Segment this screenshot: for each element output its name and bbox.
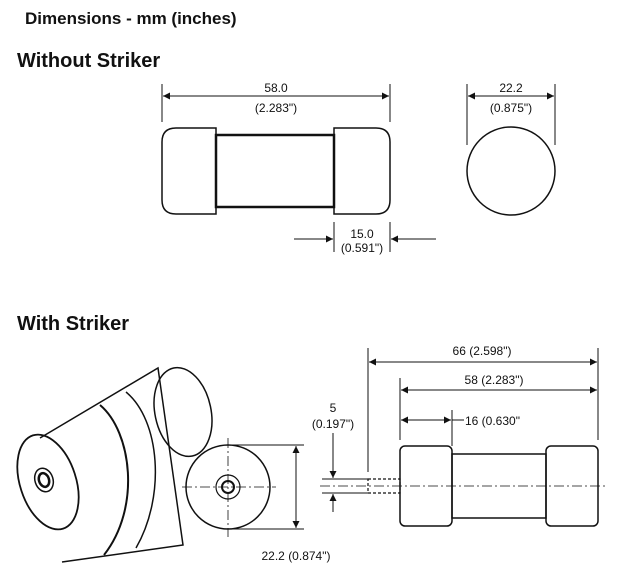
right-end-cap	[333, 127, 391, 215]
perspective-back-end	[153, 366, 213, 458]
cap-length-label: 16 (0.630"	[465, 414, 520, 428]
striker-left-cap	[399, 445, 453, 527]
end-view-striker-pin	[221, 480, 235, 494]
striker-diameter-inch-label: (0.197")	[312, 417, 354, 431]
end-view-striker-ring	[215, 474, 241, 500]
fuse-end-view-striker	[182, 438, 276, 537]
dimension-cap-15	[294, 222, 436, 252]
dimension-striker-5	[322, 433, 368, 512]
dimension-cap-16	[401, 410, 464, 446]
body-length-label: 58 (2.283")	[465, 373, 524, 387]
fuse-side-view	[161, 127, 391, 215]
perspective-outline	[39, 366, 184, 563]
dimension-length-58	[161, 84, 391, 122]
perspective-cap-seam	[99, 404, 130, 556]
dimension-diameter-22-2	[466, 84, 556, 145]
dimension-diameter-22-2-striker	[232, 444, 304, 530]
perspective-front-face	[16, 433, 80, 531]
cap-inch-label: (0.591")	[341, 241, 383, 255]
fuse-perspective-view	[16, 366, 213, 563]
end-view-outer-circle	[185, 444, 271, 530]
striker-diameter-mm-label: 5	[330, 401, 337, 415]
page-title: Dimensions - mm (inches)	[25, 9, 237, 28]
length-mm-label: 58.0	[264, 81, 288, 95]
diameter-mm-label: 22.2	[499, 81, 523, 95]
striker-fuse-diameter-label: 22.2 (0.874")	[262, 549, 331, 563]
perspective-striker-outer	[33, 467, 55, 493]
overall-length-label: 66 (2.598")	[453, 344, 512, 358]
section-title-without-striker: Without Striker	[17, 50, 161, 72]
diameter-inch-label: (0.875")	[490, 101, 532, 115]
dimension-overall-66	[367, 348, 599, 472]
striker-pin	[367, 478, 401, 494]
left-end-cap	[161, 127, 217, 215]
dimension-body-58	[399, 378, 597, 440]
cap-mm-label: 15.0	[350, 227, 374, 241]
section-title-with-striker: With Striker	[17, 313, 130, 335]
perspective-cap-seam-2	[125, 391, 157, 549]
length-inch-label: (2.283")	[255, 101, 297, 115]
fuse-body	[214, 133, 336, 209]
fuse-end-view	[466, 126, 556, 216]
perspective-striker-inner	[37, 471, 51, 489]
